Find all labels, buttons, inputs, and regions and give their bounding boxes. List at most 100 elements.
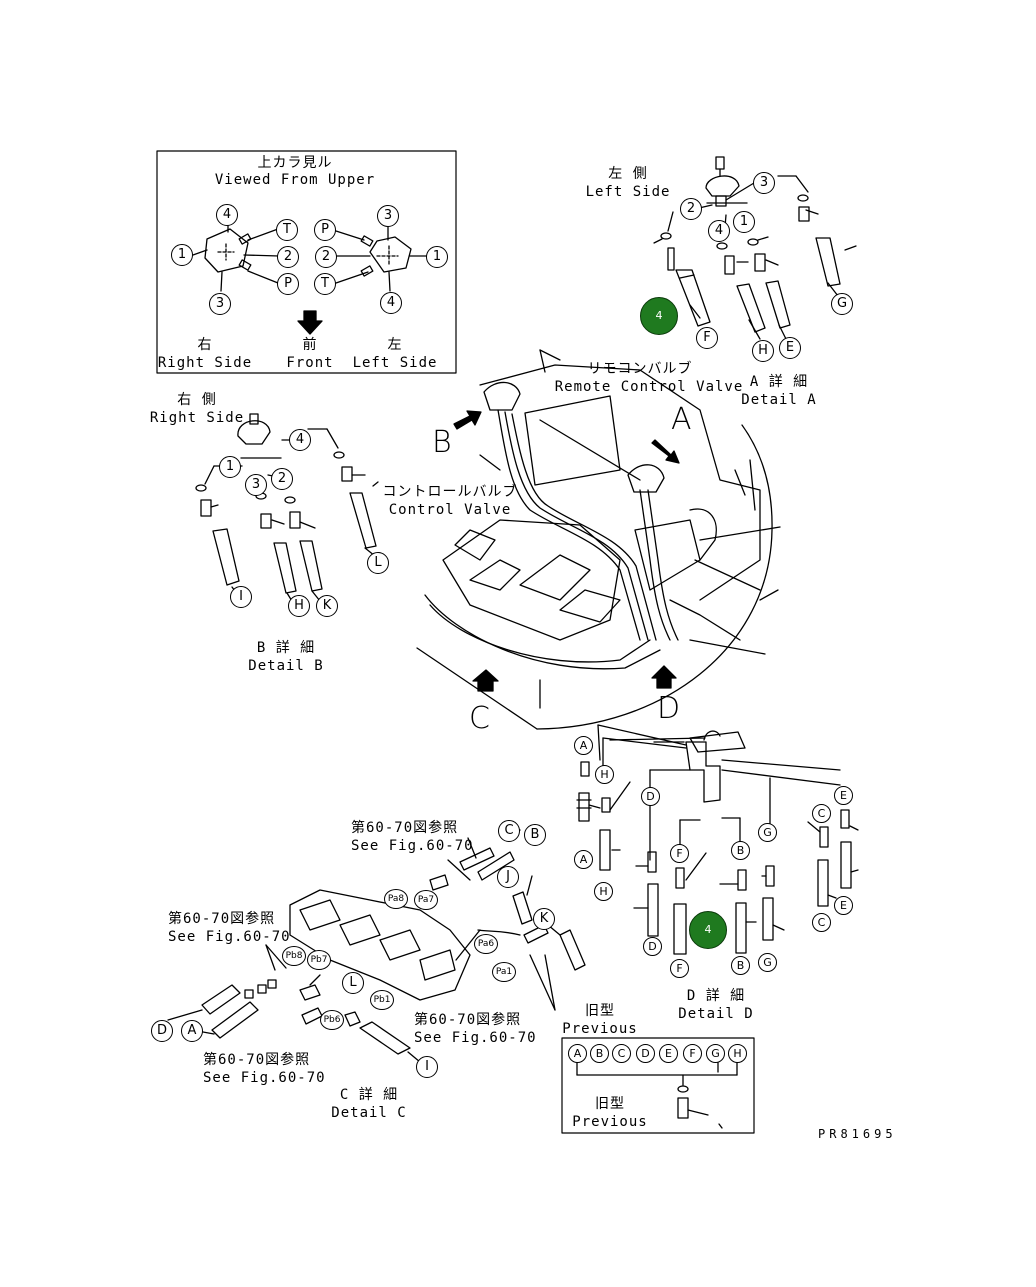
detail-d-drawing — [576, 724, 859, 955]
port-label: 2 — [680, 198, 702, 220]
letter-label: A — [568, 1044, 587, 1063]
see-fig-en: See Fig.60-70 — [414, 1030, 537, 1046]
remote-valve-en: Remote Control Valve — [554, 379, 744, 395]
previous-drawing — [576, 1061, 738, 1129]
port-label: Pb6 — [320, 1010, 344, 1030]
right-side-ja: 右 — [197, 337, 213, 353]
callout-badge[interactable]: 4 — [640, 297, 678, 335]
letter-label: B — [590, 1044, 609, 1063]
front-en: Front — [286, 355, 334, 371]
letter-label: D — [151, 1020, 173, 1042]
port-label: 1 — [733, 211, 755, 233]
letter-label: A — [181, 1020, 203, 1042]
top-view-title-ja: 上カラ見ル — [257, 155, 333, 171]
see-fig-ja: 第60-70図参照 — [351, 820, 459, 836]
letter-label: B — [524, 824, 546, 846]
letter-label: C — [812, 804, 831, 823]
letter-label: E — [834, 786, 853, 805]
detail-b-drawing — [195, 413, 379, 607]
port-label: Pb1 — [370, 990, 394, 1010]
letter-label: L — [342, 972, 364, 994]
right-valve-shape — [335, 226, 427, 292]
see-fig-en: See Fig.60-70 — [203, 1070, 326, 1086]
see-fig-ja: 第60-70図参照 — [414, 1012, 522, 1028]
left-valve-shape — [192, 225, 280, 292]
detail-c-title-en: Detail C — [331, 1105, 407, 1121]
port-label: 4 — [708, 220, 730, 242]
letter-label: C — [612, 1044, 631, 1063]
control-valve-ja: コントロールバルブ — [382, 484, 518, 500]
detail-a-title-en: Detail A — [741, 392, 817, 408]
port-label: T — [276, 219, 298, 241]
top-view-title-en: Viewed From Upper — [214, 172, 376, 188]
letter-label: F — [696, 327, 718, 349]
previous-ja: 旧型 — [585, 1003, 615, 1019]
letter-label: G — [758, 823, 777, 842]
port-label: Pb7 — [307, 950, 331, 970]
machine-assembly — [416, 349, 781, 730]
port-label: 4 — [216, 204, 238, 226]
letter-label: C — [498, 820, 520, 842]
detail-c-drawing — [167, 829, 586, 1063]
port-label: Pa1 — [492, 962, 516, 982]
view-arrow-b-label: B — [432, 425, 453, 460]
right-side-en: Right Side — [157, 355, 253, 371]
port-label: 3 — [209, 293, 231, 315]
previous-en: Previous — [572, 1114, 648, 1130]
letter-label: H — [595, 765, 614, 784]
letter-label: L — [367, 552, 389, 574]
detail-c-title-ja: C 詳 細 — [339, 1087, 399, 1103]
port-label: 1 — [426, 246, 448, 268]
direction-arrows — [453, 410, 680, 692]
detail-b-side-ja: 右 側 — [177, 392, 217, 408]
letter-label: G — [831, 293, 853, 315]
port-label: P — [314, 219, 336, 241]
drawing-code: PR81695 — [818, 1127, 897, 1141]
letter-label: H — [288, 595, 310, 617]
port-label: 2 — [277, 246, 299, 268]
letter-label: E — [659, 1044, 678, 1063]
remote-valve-ja: リモコンバルブ — [587, 361, 693, 377]
letter-label: A — [574, 850, 593, 869]
detail-a-side-ja: 左 側 — [608, 166, 648, 182]
port-label: T — [314, 273, 336, 295]
letter-label: K — [316, 595, 338, 617]
letter-label: G — [758, 953, 777, 972]
port-label: Pa7 — [414, 890, 438, 910]
letter-label: G — [706, 1044, 725, 1063]
letter-label: H — [752, 340, 774, 362]
previous-frame — [561, 1037, 755, 1134]
view-arrow-c-label: C — [469, 701, 491, 736]
see-fig-ja: 第60-70図参照 — [203, 1052, 311, 1068]
letter-label: D — [643, 937, 662, 956]
callout-badge[interactable]: 4 — [689, 911, 727, 949]
detail-d-title-ja: D 詳 細 — [686, 988, 746, 1004]
front-arrow — [297, 310, 323, 335]
port-label: Pa8 — [384, 889, 408, 909]
letter-label: I — [230, 586, 252, 608]
detail-a-side-en: Left Side — [585, 184, 671, 200]
left-side-en: Left Side — [352, 355, 438, 371]
port-label: 1 — [219, 456, 241, 478]
port-label: 4 — [289, 429, 311, 451]
detail-b-title-ja: B 詳 細 — [256, 640, 316, 656]
letter-label: I — [416, 1056, 438, 1078]
top-view-frame — [156, 150, 457, 374]
detail-a-drawing — [653, 156, 857, 342]
letter-label: F — [683, 1044, 702, 1063]
letter-label: F — [670, 844, 689, 863]
port-label: Pb8 — [282, 946, 306, 966]
letter-label: H — [594, 882, 613, 901]
letter-label: E — [779, 337, 801, 359]
port-label: P — [277, 273, 299, 295]
letter-label: C — [812, 913, 831, 932]
letter-label: H — [728, 1044, 747, 1063]
letter-label: D — [641, 787, 660, 806]
see-fig-en: See Fig.60-70 — [351, 838, 474, 854]
see-fig-en: See Fig.60-70 — [168, 929, 291, 945]
letter-label: A — [574, 736, 593, 755]
letter-label: B — [731, 956, 750, 975]
detail-a-title-ja: A 詳 細 — [749, 374, 809, 390]
left-side-ja: 左 — [387, 337, 403, 353]
